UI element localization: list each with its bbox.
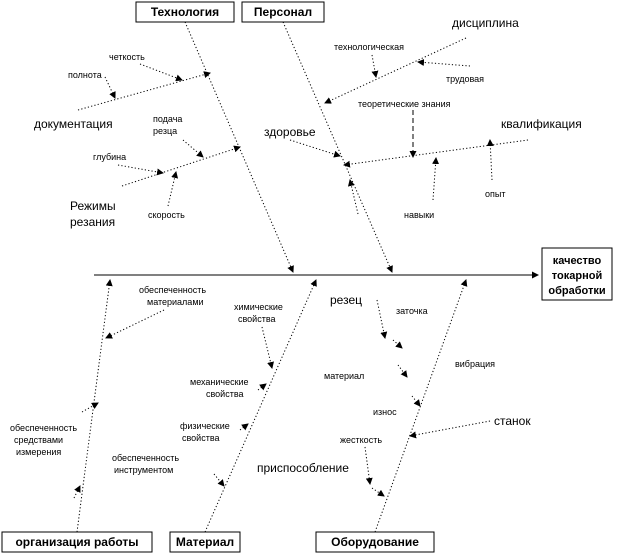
label-sharpening: заточка xyxy=(396,306,428,316)
label-theory: теоретические знания xyxy=(358,99,451,109)
arrow-cutting-modes xyxy=(121,145,241,187)
label-measuring-supply-3: измерения xyxy=(16,447,61,457)
arrow-tool-supply xyxy=(213,473,225,487)
arrow-machine xyxy=(409,420,491,439)
label-wear: износ xyxy=(373,407,397,417)
arrow-material-eq xyxy=(411,395,421,407)
label-clarity: четкость xyxy=(109,52,145,62)
label-materials-supply-1: обеспеченность xyxy=(139,285,206,295)
label-vibration: вибрация xyxy=(455,359,495,369)
arrow-measuring-supply xyxy=(81,402,99,413)
label-measuring-supply-2: средствами xyxy=(14,435,63,445)
category-personnel-label: Персонал xyxy=(254,5,312,19)
arrow-fixture xyxy=(371,487,385,497)
arrow-cutter-a xyxy=(392,339,403,349)
arrow-depth xyxy=(117,164,164,176)
label-fixture: приспособление xyxy=(257,461,349,475)
label-tool-supply-1: обеспеченность xyxy=(112,453,179,463)
label-speed: скорость xyxy=(148,210,185,220)
arrow-qualification xyxy=(343,139,529,168)
bone-organization xyxy=(76,279,113,533)
label-tool-supply-2: инструментом xyxy=(114,465,173,475)
label-health: здоровье xyxy=(264,125,316,139)
arrow-rigidity xyxy=(364,446,373,485)
effect-box: качество токарной обработки xyxy=(541,247,613,301)
category-organization-label: организация работы xyxy=(15,535,138,549)
arrow-skills xyxy=(432,157,440,201)
arrow-clarity xyxy=(139,63,183,82)
label-materials-supply-2: материалами xyxy=(147,297,204,307)
label-mechanical-1: механические xyxy=(190,377,249,387)
arrow-health xyxy=(289,139,341,158)
effect-line-2: токарной xyxy=(552,270,602,282)
category-equipment-label: Оборудование xyxy=(331,535,419,549)
category-equipment: Оборудование xyxy=(315,531,435,553)
category-organization: организация работы xyxy=(1,531,153,553)
label-labor: трудовая xyxy=(446,74,484,84)
effect-line-1: качество xyxy=(553,255,602,267)
label-physical-1: физические xyxy=(180,421,230,431)
arrow-labor xyxy=(417,58,471,67)
label-experience: опыт xyxy=(485,189,505,199)
arrow-chemical xyxy=(261,326,274,369)
label-completeness: полнота xyxy=(68,70,102,80)
label-depth: глубина xyxy=(93,152,126,162)
category-material-label: Материал xyxy=(176,535,234,549)
category-technology: Технология xyxy=(135,1,235,23)
arrow-wear xyxy=(397,364,408,378)
label-mechanical-2: свойства xyxy=(206,389,244,399)
arrow-technological xyxy=(371,54,379,78)
bone-personnel xyxy=(282,21,393,273)
label-documentation: документация xyxy=(34,117,113,131)
label-technological: технологическая xyxy=(334,42,404,52)
arrow-materials-supply xyxy=(105,309,165,339)
arrow-speed xyxy=(167,171,179,207)
arrow-experience xyxy=(486,139,494,181)
arrow-documentation xyxy=(77,71,211,111)
label-cutting-modes-2: резания xyxy=(70,215,115,229)
arrow-org-low xyxy=(73,485,81,499)
category-personnel: Персонал xyxy=(241,1,325,23)
label-feed-1: подача xyxy=(153,114,182,124)
category-technology-label: Технология xyxy=(151,5,219,19)
label-rigidity: жесткость xyxy=(340,435,382,445)
label-chemical-2: свойства xyxy=(238,314,276,324)
arrow-completeness xyxy=(104,76,116,99)
arrow-feed xyxy=(182,139,204,158)
label-measuring-supply-1: обеспеченность xyxy=(10,423,77,433)
effect-line-3: обработки xyxy=(548,285,605,297)
label-physical-2: свойства xyxy=(182,433,220,443)
label-skills: навыки xyxy=(404,210,434,220)
label-material-eq: материал xyxy=(324,371,364,381)
label-cutter: резец xyxy=(330,293,362,307)
label-chemical-1: химические xyxy=(234,302,283,312)
label-qualification: квалификация xyxy=(501,117,582,131)
label-machine: станок xyxy=(494,414,531,428)
category-material: Материал xyxy=(169,531,241,553)
label-cutting-modes-1: Режимы xyxy=(70,199,116,213)
arrow-discipline xyxy=(324,37,467,104)
label-feed-2: резца xyxy=(153,126,177,136)
label-discipline: дисциплина xyxy=(452,16,519,30)
arrow-sharpening xyxy=(376,299,388,339)
arrow-mechanical xyxy=(257,383,267,391)
arrow-personnel-low xyxy=(347,179,359,215)
arrow-physical xyxy=(239,423,249,431)
bone-equipment xyxy=(374,279,468,533)
